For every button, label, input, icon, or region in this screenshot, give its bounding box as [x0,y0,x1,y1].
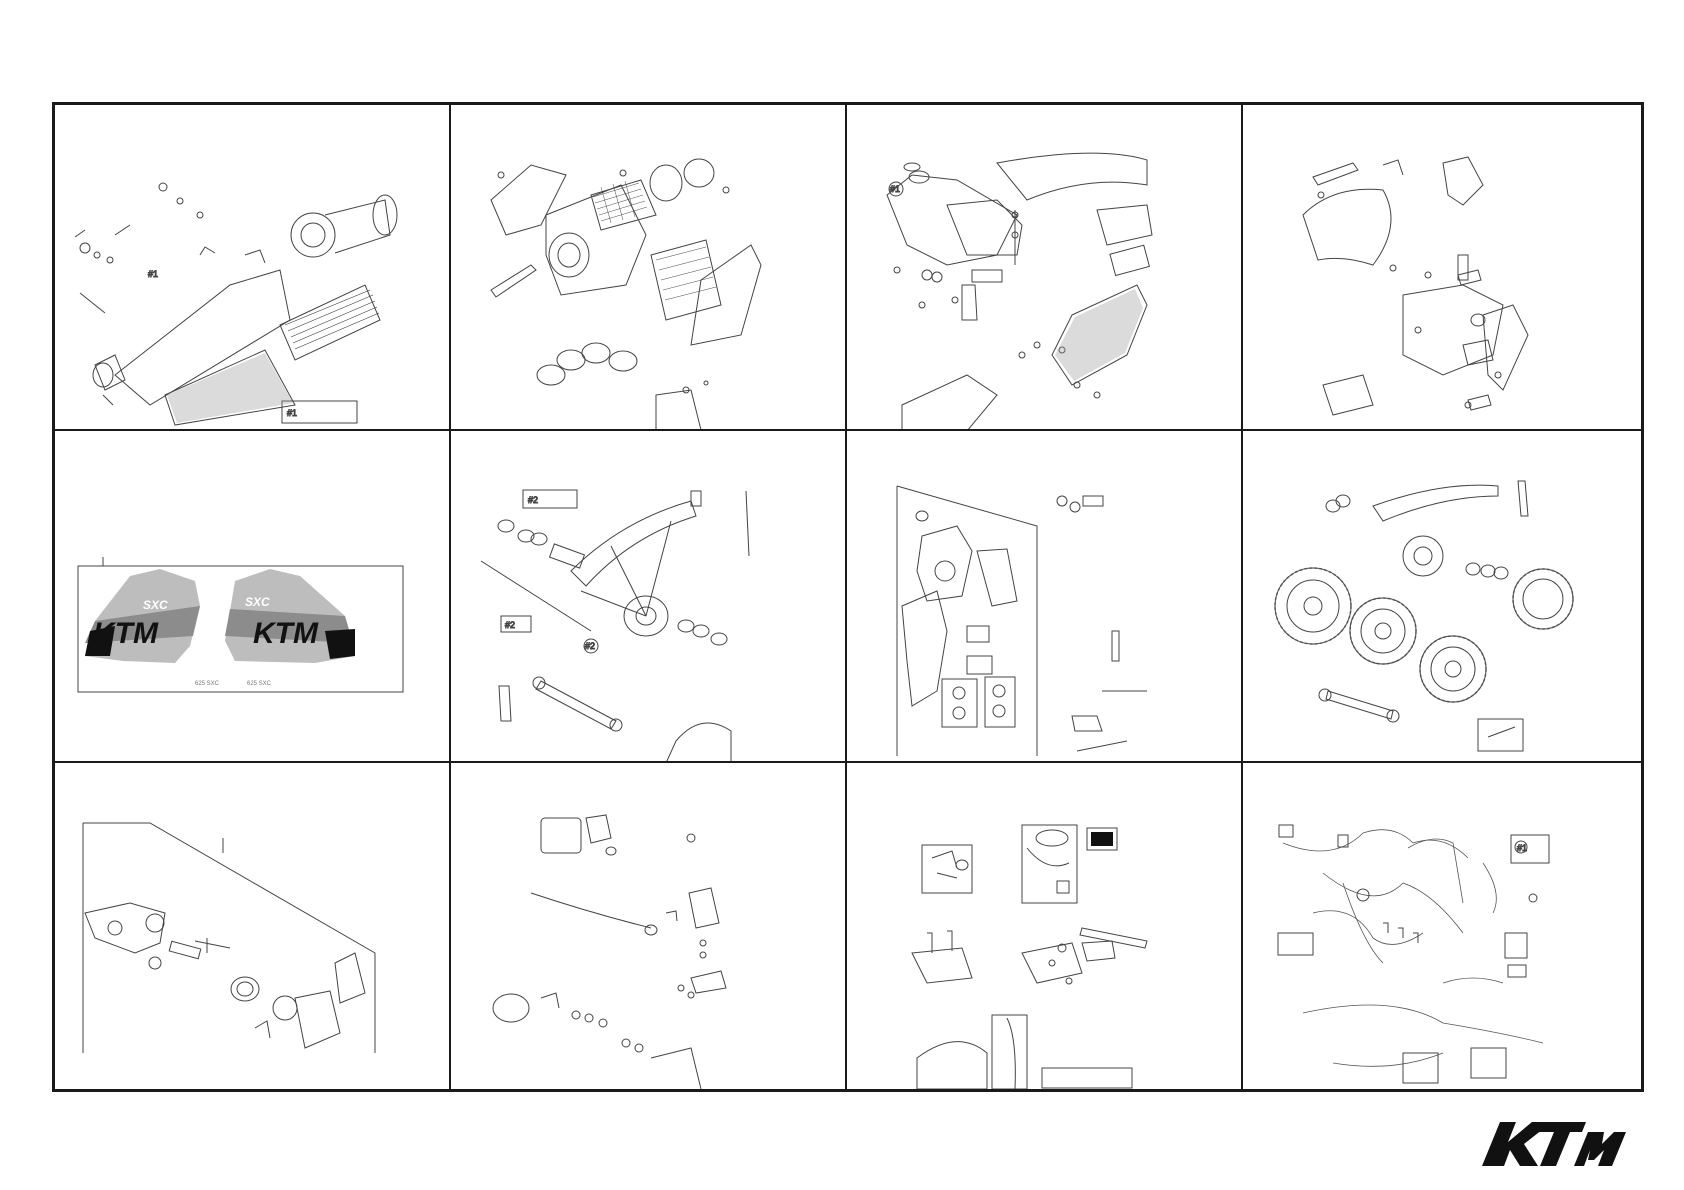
callout-1b: #1 [287,408,297,418]
decal-logo-right: KTM [253,617,319,650]
callout-2b: #2 [505,620,515,630]
callout-2c: #2 [585,641,595,651]
decal-text-sxc-left: SXC [143,598,168,612]
air-filter-diagram [451,105,847,431]
callout-1: #1 [148,269,158,279]
callout-2a: #2 [528,495,538,505]
front-brake-diagram [847,431,1243,763]
instruments-diagram [847,763,1243,1089]
panel-headlight-wiring[interactable] [451,763,847,1089]
rear-brake-diagram [55,763,451,1089]
decal-small-right: 625 SXC [247,681,272,687]
decal-text-sxc-right: SXC [245,595,270,609]
decals-diagram: SXC KTM SXC KTM 625 SXC 625 SXC [55,431,451,763]
callout-1: #1 [890,184,900,194]
headlight-diagram [451,763,847,1089]
panel-front-brake-caliper[interactable] [847,431,1243,763]
parts-sheet: #1 #1 [52,102,1644,1092]
fuel-tank-diagram: #1 [847,105,1243,431]
panel-fuel-tank-seat[interactable]: #1 [847,105,1243,431]
wiring-harness-diagram: #1 [1243,763,1641,1089]
exhaust-diagram: #1 #1 [55,105,451,431]
front-wheel-diagram: #2 #2 #2 [451,431,847,763]
panel-wiring-harness[interactable]: #1 [1243,763,1641,1089]
ktm-logo-icon [1474,1118,1626,1168]
panel-instruments-mounts[interactable] [847,763,1243,1089]
panel-front-wheel[interactable]: #2 #2 #2 [451,431,847,763]
panel-rear-brake-caliper[interactable] [55,763,451,1089]
callout-1: #1 [1517,843,1527,853]
panel-rear-wheel-sprockets[interactable] [1243,431,1641,763]
fenders-diagram [1243,105,1641,431]
panel-exhaust[interactable]: #1 #1 [55,105,451,431]
rear-wheel-diagram [1243,431,1641,763]
decal-small-left: 625 SXC [195,681,220,687]
panel-decals[interactable]: SXC KTM SXC KTM 625 SXC 625 SXC [55,431,451,763]
decal-logo-left: KTM [93,617,159,650]
panel-fenders[interactable] [1243,105,1641,431]
panel-air-filter-box[interactable] [451,105,847,431]
